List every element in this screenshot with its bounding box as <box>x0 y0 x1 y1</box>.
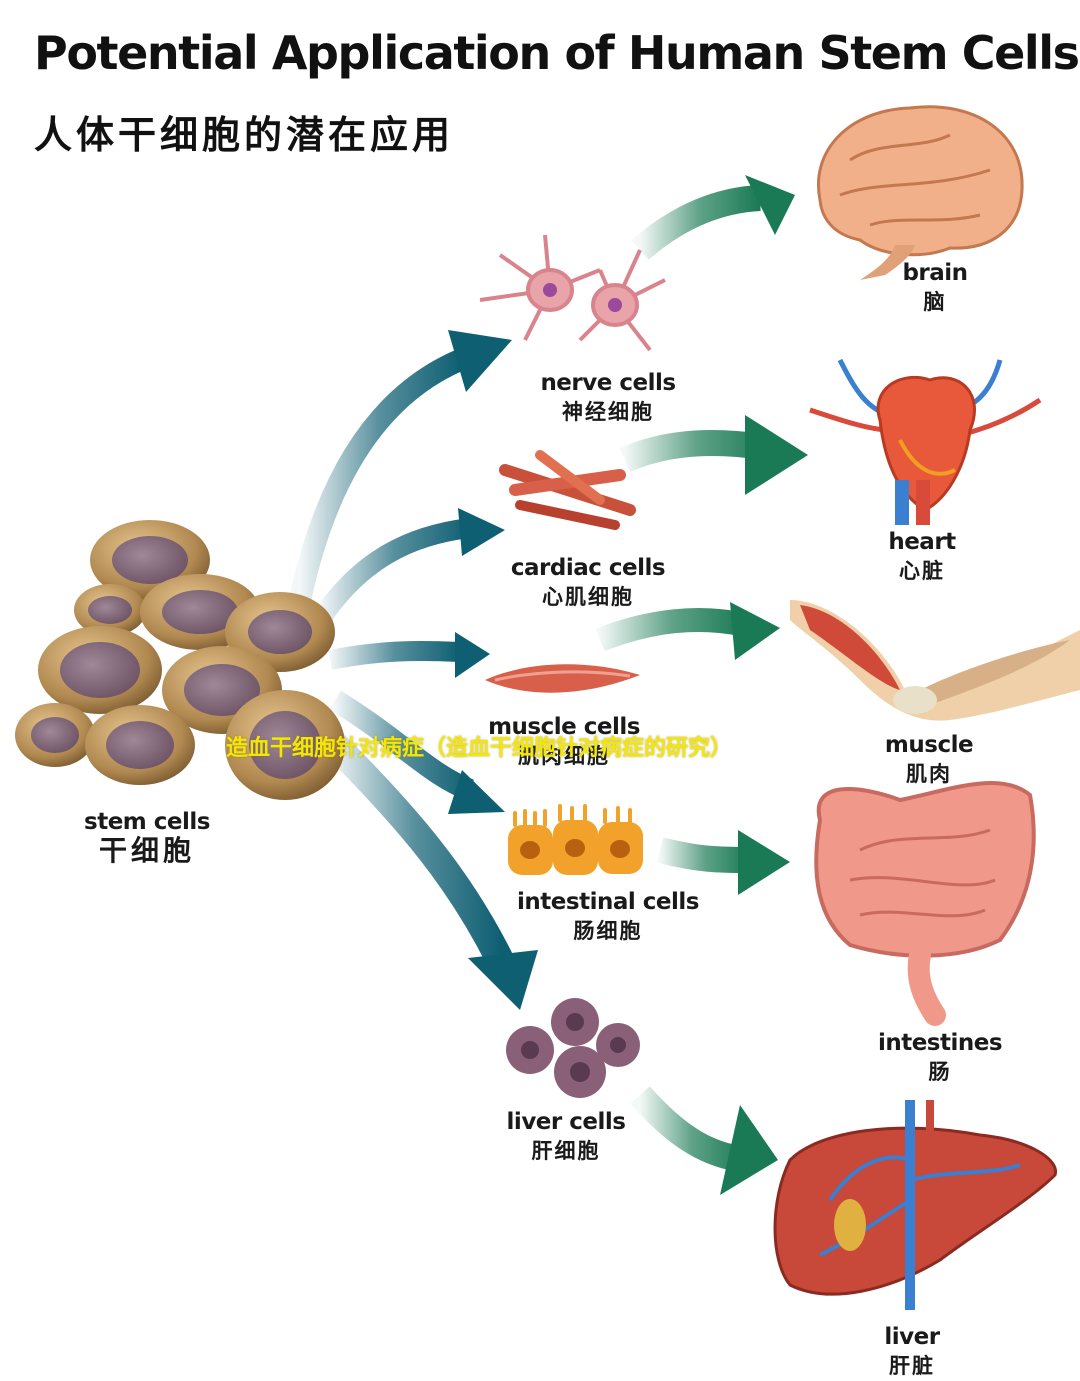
stem-cells-label-zh: 干细胞 <box>98 834 195 867</box>
cardiac-cells-illustration <box>499 450 636 530</box>
stem-cells-label-en: stem cells <box>84 809 210 835</box>
intestinal-cells-label: intestinal cells 肠细胞 <box>517 889 699 943</box>
arrow-stem-to-liver-cells <box>320 730 538 1010</box>
liver-cells-illustration <box>506 998 640 1098</box>
page-subtitle: 人体干细胞的潜在应用 <box>34 113 455 157</box>
heart-label: heart 心脏 <box>888 529 956 583</box>
intestines-illustration <box>814 780 1036 1026</box>
arrow-muscle-cells-to-muscle <box>595 602 780 660</box>
intestines-label: intestines 肠 <box>877 1030 1003 1084</box>
arrow-stem-to-muscle <box>328 632 490 678</box>
page-title: Potential Application of Human Stem Cell… <box>34 26 1080 80</box>
muscle-cell-illustration <box>485 664 640 693</box>
liver-illustration <box>773 1100 1057 1310</box>
arrow-intestinal-to-intestines <box>656 830 790 895</box>
arrow-stem-to-intestinal <box>329 690 505 814</box>
muscle-label: muscle 肌肉 <box>884 732 974 786</box>
heart-illustration <box>809 358 1042 525</box>
arrow-stem-to-cardiac <box>311 508 505 626</box>
muscle-arm-illustration <box>790 600 1080 721</box>
liver-cells-label: liver cells 肝细胞 <box>506 1109 626 1163</box>
cardiac-cells-label: cardiac cells 心肌细胞 <box>510 555 666 609</box>
arrow-liver-cells-to-liver <box>630 1086 778 1195</box>
nerve-cells-label: nerve cells 神经细胞 <box>540 370 676 424</box>
arrow-stem-to-nerve <box>289 330 512 603</box>
stem-cell-cluster-illustration <box>15 520 345 800</box>
watermark-caption: 造血干细胞针对病症（造血干细胞针对病症的研究） <box>226 736 733 761</box>
arrow-nerve-to-brain <box>631 175 795 260</box>
brain-label: brain 脑 <box>902 260 968 314</box>
liver-label: liver 肝脏 <box>884 1324 940 1378</box>
arrow-cardiac-to-heart <box>619 415 808 495</box>
intestinal-cells-illustration <box>508 804 643 875</box>
stem-cells-label: stem cells 干细胞 <box>72 808 222 866</box>
muscle-cells-label: muscle cells 肌肉细胞 <box>488 714 640 768</box>
nerve-cells-illustration <box>479 234 666 352</box>
brain-illustration <box>817 105 1024 280</box>
